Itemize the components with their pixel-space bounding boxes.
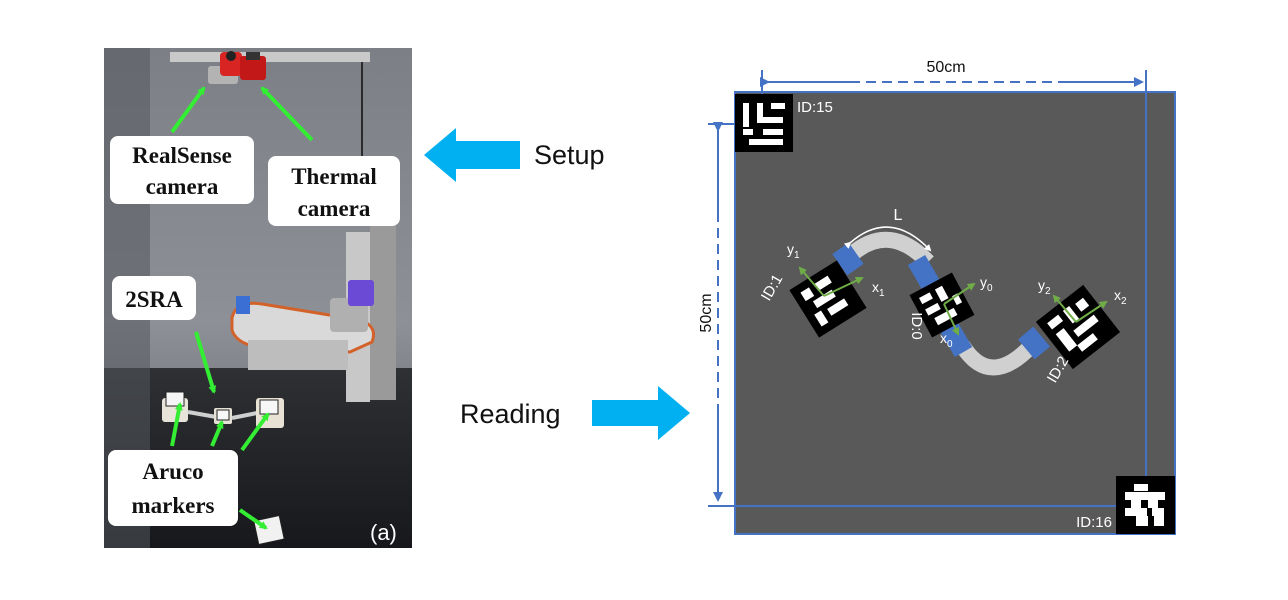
width-dimension-label: 50cm — [926, 59, 965, 76]
segment-length-arc — [843, 226, 932, 252]
label-realsense-line2: camera — [146, 174, 219, 199]
label-thermal-line1: Thermal — [291, 164, 377, 189]
axis-y2 — [1052, 294, 1077, 323]
reading-arrow — [592, 386, 690, 440]
height-dimension: 50cm — [698, 122, 723, 502]
robot-marker-0 — [909, 272, 975, 338]
overhead-rail — [170, 52, 370, 62]
reading-flow: Reading — [460, 386, 690, 440]
label-robot-text: 2SRA — [125, 287, 183, 312]
arrow-to-thermal — [260, 86, 314, 142]
axis-x1 — [823, 276, 864, 297]
setup-photo: RealSense camera Thermal camera 2SRA Aru… — [104, 48, 412, 548]
axis-y1-label: y1 — [787, 241, 800, 261]
robot-marker-1 — [789, 260, 867, 338]
scara-robot-arm — [230, 280, 375, 370]
axis-y0 — [943, 282, 976, 305]
label-realsense-line1: RealSense — [132, 143, 232, 168]
setup-flow: Setup — [424, 128, 605, 182]
arrow-to-marker-2 — [240, 412, 270, 452]
axis-y0-label: y0 — [980, 274, 993, 294]
axis-y2-label: y2 — [1038, 277, 1051, 297]
reading-label: Reading — [460, 399, 561, 429]
corner-marker-top-left-id: ID:15 — [797, 99, 833, 116]
arrow-to-marker-0 — [210, 420, 224, 447]
label-realsense: RealSense camera — [110, 136, 254, 204]
workspace-schematic: 50cm 50cm ID:15 — [698, 59, 1176, 535]
thermal-camera-device — [240, 52, 266, 80]
axis-x2 — [1075, 300, 1108, 323]
local-axes — [798, 266, 1108, 336]
panel-tag: (a) — [370, 520, 397, 545]
segment-length-label: L — [894, 207, 903, 224]
arrow-to-marker-1 — [170, 402, 183, 447]
soft-link-bottom — [955, 339, 1038, 376]
arrow-to-robot — [194, 331, 217, 394]
robot-marker-0-id: ID:0 — [908, 312, 925, 340]
label-aruco-line1: Aruco — [142, 459, 203, 484]
setup-label: Setup — [534, 140, 605, 170]
label-robot: 2SRA — [112, 276, 196, 320]
arrow-to-realsense — [170, 86, 206, 134]
photo-pointer-arrows — [170, 86, 314, 530]
label-thermal: Thermal camera — [268, 156, 400, 226]
corner-marker-bottom-right: ID:16 — [1076, 476, 1175, 534]
label-aruco-line2: markers — [131, 493, 214, 518]
setup-arrow — [424, 128, 520, 182]
realsense-camera-device — [208, 51, 242, 84]
axis-x2-label: x2 — [1114, 287, 1127, 307]
arrow-to-floor-marker — [238, 508, 268, 530]
axis-x1-label: x1 — [872, 279, 885, 299]
axis-x0-label: x0 — [940, 330, 953, 350]
corner-marker-top-left: ID:15 — [735, 94, 833, 152]
height-dimension-label: 50cm — [698, 293, 715, 332]
label-thermal-line2: camera — [298, 196, 371, 221]
corner-marker-bottom-right-id: ID:16 — [1076, 514, 1112, 531]
label-aruco: Aruco markers — [108, 450, 238, 526]
axis-y1 — [798, 266, 825, 297]
axis-x0 — [943, 303, 960, 336]
width-dimension: 50cm — [760, 59, 1144, 87]
